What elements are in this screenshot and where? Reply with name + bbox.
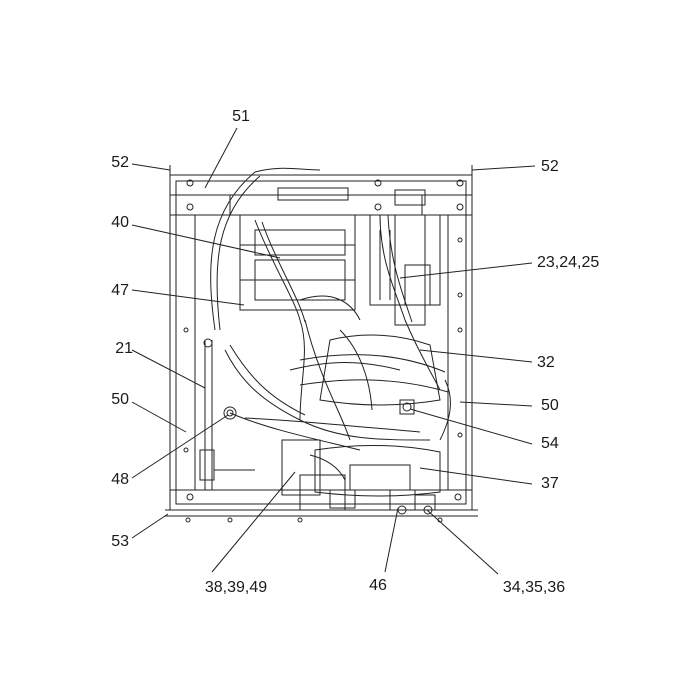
top-bracket [229,187,426,216]
callout-50-right: 50 [541,397,559,414]
callout-21: 21 [115,340,133,357]
callout-40: 40 [111,214,129,231]
callout-52-right: 52 [541,158,559,175]
hoses [210,167,451,481]
callout-46: 46 [369,577,387,594]
callout-32: 32 [537,354,555,371]
callout-37: 37 [541,475,559,492]
callout-23-24-25: 23,24,25 [537,254,600,271]
leader-lines [131,127,536,575]
callout-47: 47 [111,282,129,299]
callout-51: 51 [232,108,250,125]
control-box [281,439,356,511]
callout-48: 48 [111,471,129,488]
callout-53: 53 [111,533,129,550]
fitting-54 [399,399,415,415]
callout-34-35-36: 34,35,36 [502,579,566,596]
callout-38-39-49: 38,39,49 [204,579,268,596]
callout-50-left: 50 [111,391,129,408]
pump-assembly [369,214,441,326]
left-sensor [199,338,255,490]
upper-module [239,214,356,311]
tank-32 [299,334,449,406]
callout-54: 54 [541,435,559,452]
callout-52-left: 52 [111,154,129,171]
tank-37 [314,444,441,497]
